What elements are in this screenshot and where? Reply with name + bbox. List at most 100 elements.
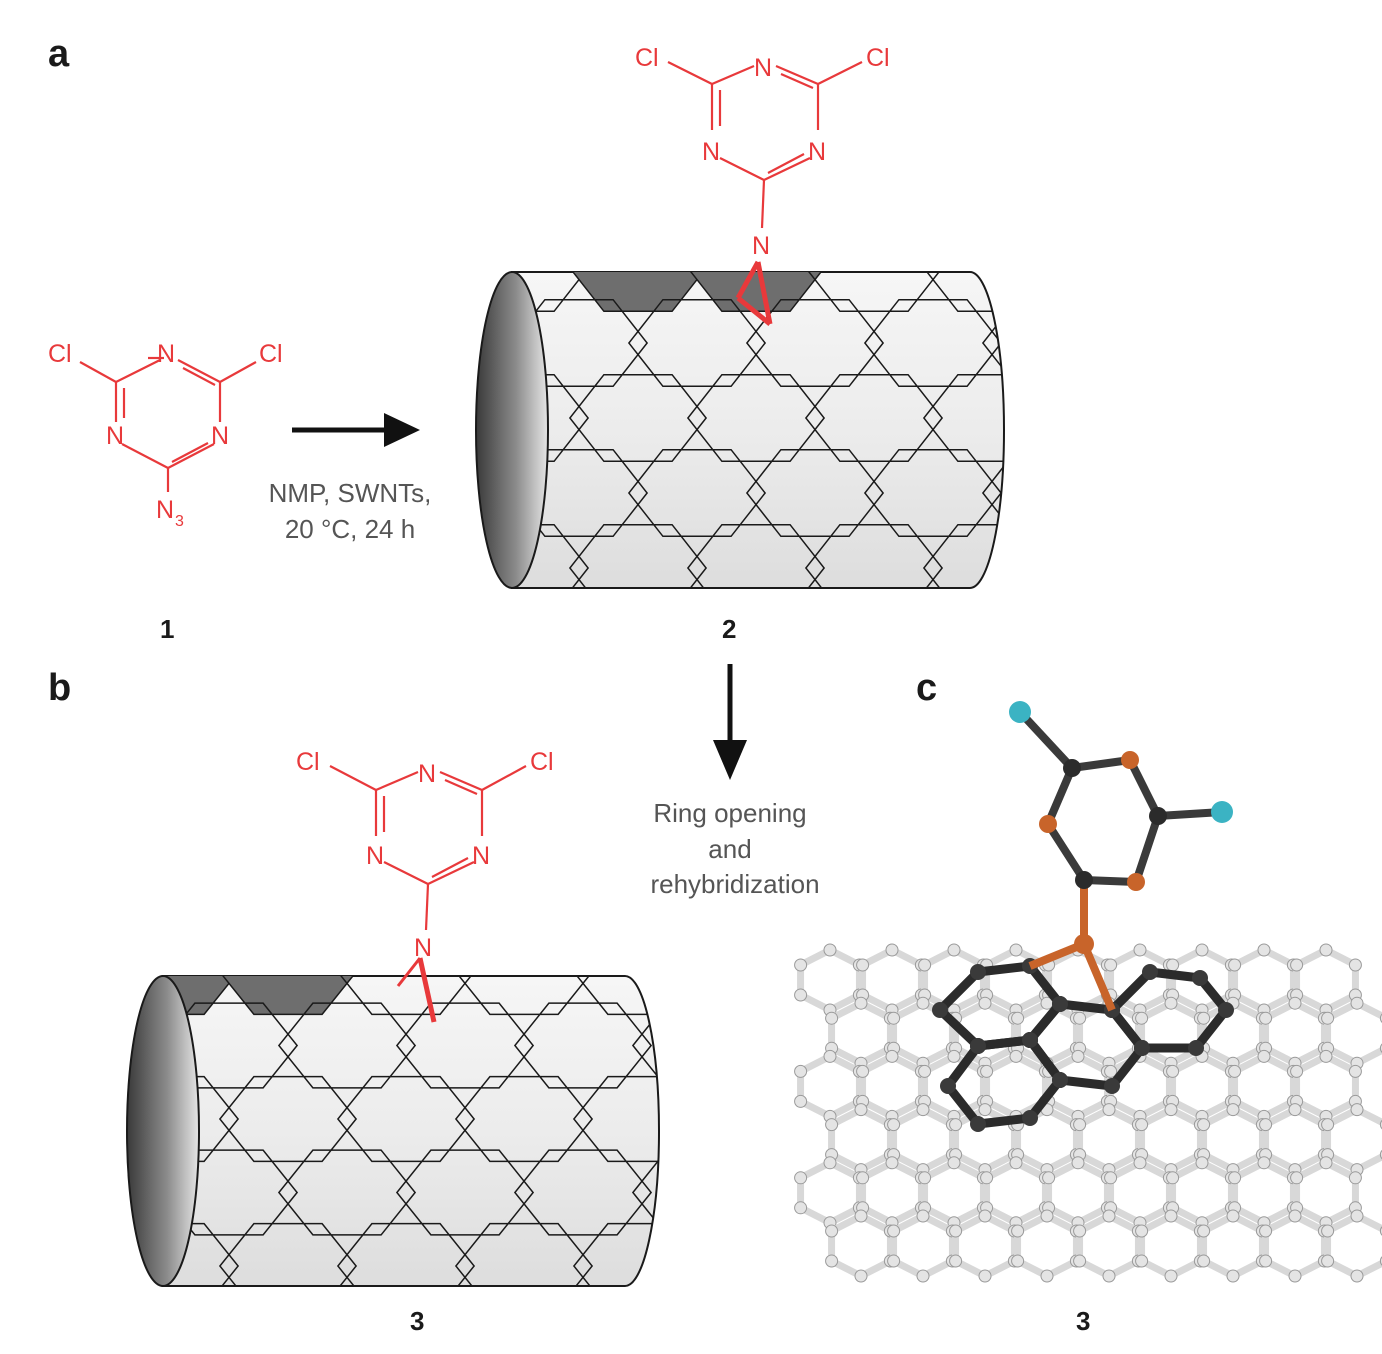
- model-carbon-atom: [1257, 1156, 1271, 1170]
- model-carbon-atom: [1259, 1254, 1273, 1268]
- model-carbon-atom: [887, 1224, 901, 1238]
- model-carbon-bond: [1169, 1052, 1235, 1120]
- tube-hexagon: [629, 600, 765, 687]
- model-carbon-atom: [885, 1156, 899, 1170]
- model-carbon-atom: [825, 1224, 839, 1238]
- panel-a-letter: a: [48, 33, 70, 75]
- model-carbon-atom: [1135, 1224, 1149, 1238]
- model-carbon-atom: [825, 1118, 839, 1132]
- tube-hexagon: [627, 448, 767, 538]
- model-carbon-atom: [1348, 958, 1362, 972]
- model-carbon-bond: [859, 1159, 925, 1227]
- model-carbon-atom: [1350, 1269, 1364, 1283]
- nanotube-3-open-end: [126, 975, 200, 1287]
- panel-b-letter: b: [48, 667, 71, 709]
- model-carbon-atom: [978, 1269, 992, 1283]
- atom-n: N: [366, 842, 384, 870]
- tube-hexagon: [1042, 375, 1178, 462]
- model-carbon-atom: [1073, 1224, 1087, 1238]
- atom-n: N: [752, 232, 770, 260]
- tube-hexagon: [686, 523, 826, 588]
- model-carbon-atom: [1011, 1224, 1025, 1238]
- model-carbon-atom: [918, 958, 932, 972]
- tube-hexagon: [161, 1297, 297, 1354]
- tube-hexagon: [395, 1149, 535, 1236]
- model-ring-bond: [1071, 756, 1131, 772]
- model-carbon-bond: [921, 1159, 987, 1227]
- model-carbon-atom: [856, 1064, 870, 1078]
- model-carbon-atom: [1321, 1011, 1335, 1025]
- tube-hexagon: [218, 1222, 358, 1286]
- model-carbon-atom-dark: [970, 964, 986, 980]
- model-ring-bond: [1044, 821, 1088, 883]
- model-carbon-atom: [823, 1049, 837, 1063]
- model-carbon-atom-dark: [1052, 996, 1068, 1012]
- tube-hexagon: [454, 1075, 594, 1163]
- tube-hexagon: [922, 523, 1004, 588]
- model-carbon-atom: [1164, 996, 1178, 1010]
- model-carbon-atom: [1319, 943, 1333, 957]
- model-carbon-bond: [983, 1159, 1049, 1227]
- model-carbon-atom: [1164, 1269, 1178, 1283]
- tube-hexagon: [0, 1224, 120, 1309]
- tube-hexagon: [454, 1222, 594, 1286]
- model-carbon-atom: [1350, 1103, 1364, 1117]
- model-carbon-atom: [885, 1049, 899, 1063]
- atom-cl: Cl: [48, 340, 72, 368]
- model-carbon-atom: [1259, 1118, 1273, 1132]
- atom-n3-subscript: 3: [175, 513, 184, 530]
- model-carbon-atom: [1071, 1049, 1085, 1063]
- tube-hexagon: [43, 1297, 179, 1354]
- tube-hexagon: [572, 1075, 659, 1163]
- atom-n: N: [702, 138, 720, 166]
- model-nitrogen-atom: [1039, 815, 1057, 833]
- tube-hexagon: [804, 272, 944, 313]
- model-chlorine-atom: [1211, 801, 1233, 823]
- model-carbon-atom: [1197, 1254, 1211, 1268]
- model-carbon-atom: [1228, 1064, 1242, 1078]
- model-carbon-atom: [916, 1209, 930, 1223]
- tube-hexagon: [515, 1297, 651, 1354]
- model-carbon-bond: [828, 999, 894, 1067]
- compound-3-label-c: 3: [1076, 1306, 1090, 1336]
- model-carbon-bond: [1200, 1212, 1266, 1280]
- model-ring-bond: [1132, 814, 1162, 884]
- tube-hexagon: [981, 448, 1004, 538]
- model-carbon-atom-dark: [1142, 964, 1158, 980]
- tube-hexagon: [568, 523, 708, 588]
- model-carbon-atom: [794, 1201, 808, 1215]
- tube-hexagon: [745, 448, 885, 538]
- model-carbon-atom: [1321, 1254, 1335, 1268]
- model-carbon-bond: [1014, 1212, 1080, 1280]
- model-carbon-atom-dark: [1218, 1002, 1234, 1018]
- arrow-1-conditions-line1: NMP, SWNTs,: [269, 478, 432, 508]
- compound-1-label: 1: [160, 614, 174, 644]
- model-carbon-atom: [916, 1269, 930, 1283]
- compound-2-label: 2: [722, 614, 736, 644]
- model-carbon-atom-dark: [1022, 1032, 1038, 1048]
- model-carbon-atom: [1071, 1156, 1085, 1170]
- model-carbon-atom: [856, 958, 870, 972]
- compound-3-label-b: 3: [410, 1306, 424, 1336]
- atom-n: N: [414, 934, 432, 962]
- model-carbon-atom: [1011, 1254, 1025, 1268]
- model-carbon-atom-dark: [940, 1078, 956, 1094]
- model-carbon-atom-dark: [1104, 1078, 1120, 1094]
- model-carbon-atom-dark: [970, 1116, 986, 1132]
- atom-n: N: [754, 54, 772, 82]
- model-carbon-atom: [1009, 1156, 1023, 1170]
- model-carbon-atom: [1104, 1064, 1118, 1078]
- model-carbon-atom: [978, 1103, 992, 1117]
- model-carbon-atom: [978, 996, 992, 1010]
- tube-hexagon: [863, 448, 1003, 538]
- model-carbon-atom: [1102, 1209, 1116, 1223]
- model-carbon-atom: [1348, 1064, 1362, 1078]
- model-carbon-atom: [1040, 1209, 1054, 1223]
- tube-hexagon: [627, 298, 767, 388]
- model-carbon-bond: [828, 1106, 894, 1174]
- model-carbon-atom: [854, 1209, 868, 1223]
- model-carbon-atom-dark: [1149, 807, 1167, 825]
- atom-cl: Cl: [530, 748, 554, 776]
